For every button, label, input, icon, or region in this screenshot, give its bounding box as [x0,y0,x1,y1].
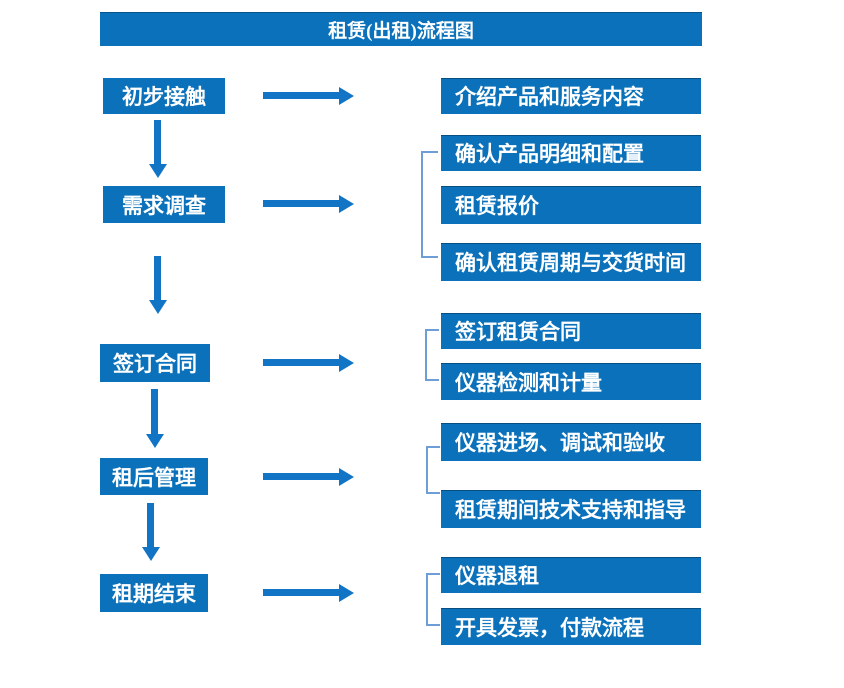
bracket-group-rental-end [426,573,440,626]
bracket-group-sign-contract [425,329,439,381]
bracket-group-demand-survey [421,151,438,258]
output-box-confirm-rental-period-delivery: 确认租赁周期与交货时间 [441,243,701,281]
output-box-introduce-products-services: 介绍产品和服务内容 [441,78,701,114]
bracket-group-post-rental [426,446,440,494]
arrow-right-row5-icon [263,589,339,596]
arrow-down-step4-step5-icon [147,503,154,547]
output-box-instrument-return: 仪器退租 [441,557,701,593]
step-box-rental-period-end: 租期结束 [100,574,208,612]
arrow-right-row2-icon [263,200,339,207]
output-box-confirm-product-details-config: 确认产品明细和配置 [441,135,701,171]
arrow-right-row1-icon [263,92,339,99]
arrow-down-step1-step2-icon [154,120,161,164]
arrow-down-step2-step3-icon [154,256,161,300]
output-box-rental-quotation: 租赁报价 [441,186,701,224]
output-box-invoice-payment-process: 开具发票，付款流程 [441,608,701,645]
arrow-down-step3-step4-icon [151,389,158,434]
step-box-post-rental-management: 租后管理 [100,458,208,495]
arrow-right-row3-icon [263,359,339,366]
flowchart-title: 租赁(出租)流程图 [100,12,702,46]
output-box-instrument-inspection-calibration: 仪器检测和计量 [441,363,701,400]
step-box-initial-contact: 初步接触 [103,78,225,114]
output-box-technical-support-guidance: 租赁期间技术支持和指导 [441,490,701,528]
output-box-instrument-setup-acceptance: 仪器进场、调试和验收 [441,423,701,461]
step-box-sign-contract: 签订合同 [100,344,210,382]
arrow-right-row4-icon [263,473,339,480]
output-box-sign-rental-contract: 签订租赁合同 [441,313,701,349]
step-box-demand-survey: 需求调查 [103,186,225,223]
